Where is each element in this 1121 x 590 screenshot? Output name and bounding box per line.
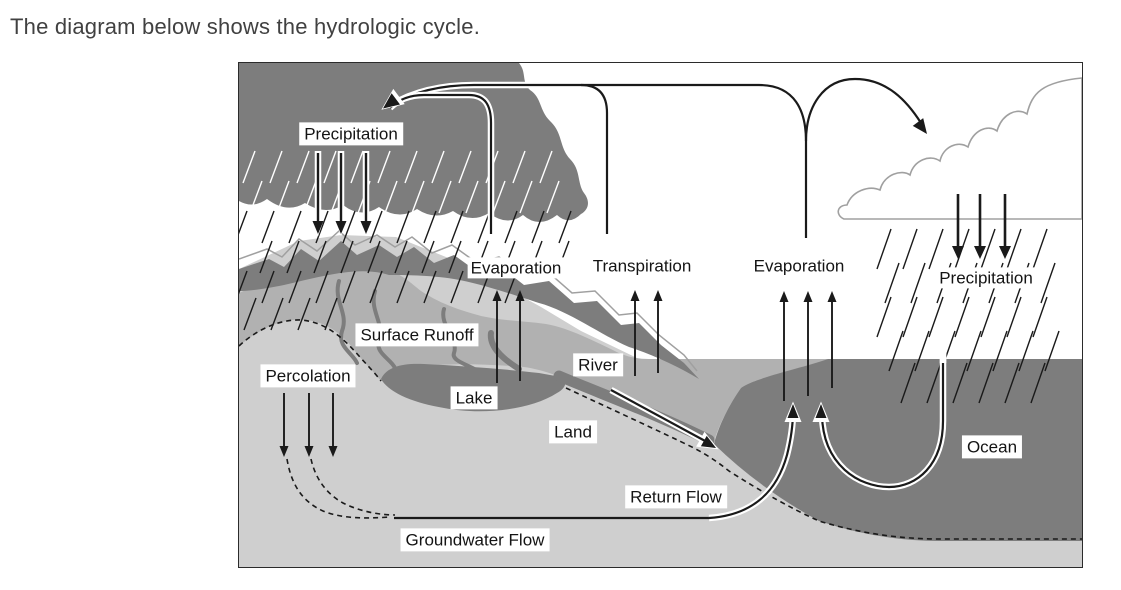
- hill-surface: [239, 264, 828, 441]
- label-evaporation-ocean: Evaporation: [750, 255, 848, 277]
- label-precipitation-right: Precipitation: [936, 267, 1036, 289]
- percolation-arrow: [304, 393, 314, 457]
- vapor-transport-line: [381, 81, 810, 238]
- precipitation-arrow: [358, 151, 374, 237]
- river-flow-arrow: [609, 387, 719, 450]
- transpiration-arrow: [630, 290, 640, 376]
- evaporation-arrow: [803, 291, 813, 396]
- hydrologic-cycle-diagram: Precipitation Evaporation Transpiration …: [238, 62, 1083, 568]
- fair-weather-cloud: [837, 77, 1082, 220]
- label-percolation: Percolation: [260, 364, 356, 388]
- precipitation-arrow: [974, 194, 986, 259]
- percolation-arrow: [328, 393, 338, 457]
- label-precipitation-left: Precipitation: [299, 122, 403, 146]
- evaporation-arrow: [827, 291, 837, 388]
- snowline: [239, 229, 698, 372]
- water-table-dashed-line: [239, 319, 1082, 540]
- precipitation-arrow: [310, 151, 326, 237]
- percolation-arrow: [279, 393, 289, 457]
- evaporation-arrow: [779, 291, 789, 401]
- label-land: Land: [549, 420, 597, 444]
- label-ocean: Ocean: [961, 435, 1023, 459]
- ocean-water: [714, 359, 1082, 541]
- evaporation-arrow: [492, 290, 502, 383]
- label-groundwater-flow: Groundwater Flow: [400, 528, 550, 552]
- rain-cloud-dark: [239, 63, 588, 222]
- label-transpiration: Transpiration: [589, 255, 695, 277]
- ocean-infiltration-u-arrow: [812, 329, 947, 491]
- precipitation-arrow: [333, 151, 349, 237]
- evaporation-arrow: [515, 290, 525, 381]
- vapor-arch-to-cloud: [804, 77, 927, 142]
- transpiration-line: [580, 83, 609, 234]
- flow-arrows: [279, 151, 1011, 457]
- label-surface-runoff: Surface Runoff: [355, 323, 479, 347]
- transpiration-arrow: [653, 290, 663, 373]
- return-flow-arrow: [708, 401, 802, 522]
- label-lake: Lake: [450, 386, 498, 410]
- diagram-art: [239, 63, 1082, 567]
- label-return-flow: Return Flow: [625, 485, 727, 509]
- page-title: The diagram below shows the hydrologic c…: [10, 14, 481, 39]
- label-evaporation-lake: Evaporation: [467, 257, 565, 279]
- precipitation-arrow: [999, 194, 1011, 259]
- label-river: River: [573, 353, 623, 377]
- precipitation-arrow: [952, 194, 964, 259]
- percolation-dashed-paths: [286, 458, 396, 519]
